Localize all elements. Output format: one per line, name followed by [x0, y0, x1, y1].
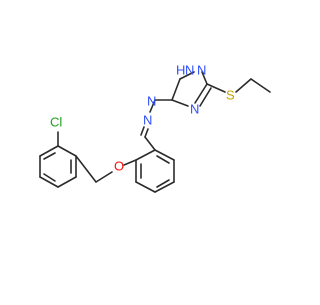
hydrazone-n1-label: N — [143, 112, 152, 127]
chlorine-label: Cl — [50, 114, 62, 129]
benzaldehyde-ring — [135, 149, 175, 193]
hydrazone-n2-label: N — [147, 93, 156, 108]
benzyl-ether-linkage — [75, 155, 137, 183]
ethylthio-group — [206, 78, 271, 93]
triazole-nh-n-label: N — [185, 62, 194, 77]
triazole-nh-h-label: H — [176, 62, 185, 77]
sulfur-label: S — [226, 87, 235, 102]
triazole-n4-label: N — [190, 101, 199, 116]
ether-oxygen-label: O — [114, 158, 124, 173]
triazole-n2-label: N — [197, 62, 206, 77]
hydrazone-chain — [140, 99, 173, 151]
molecule-diagram: Cl O N N H N N N S — [39, 62, 271, 193]
chlorobenzene-ring — [39, 145, 77, 188]
triazole-ring — [171, 71, 212, 107]
